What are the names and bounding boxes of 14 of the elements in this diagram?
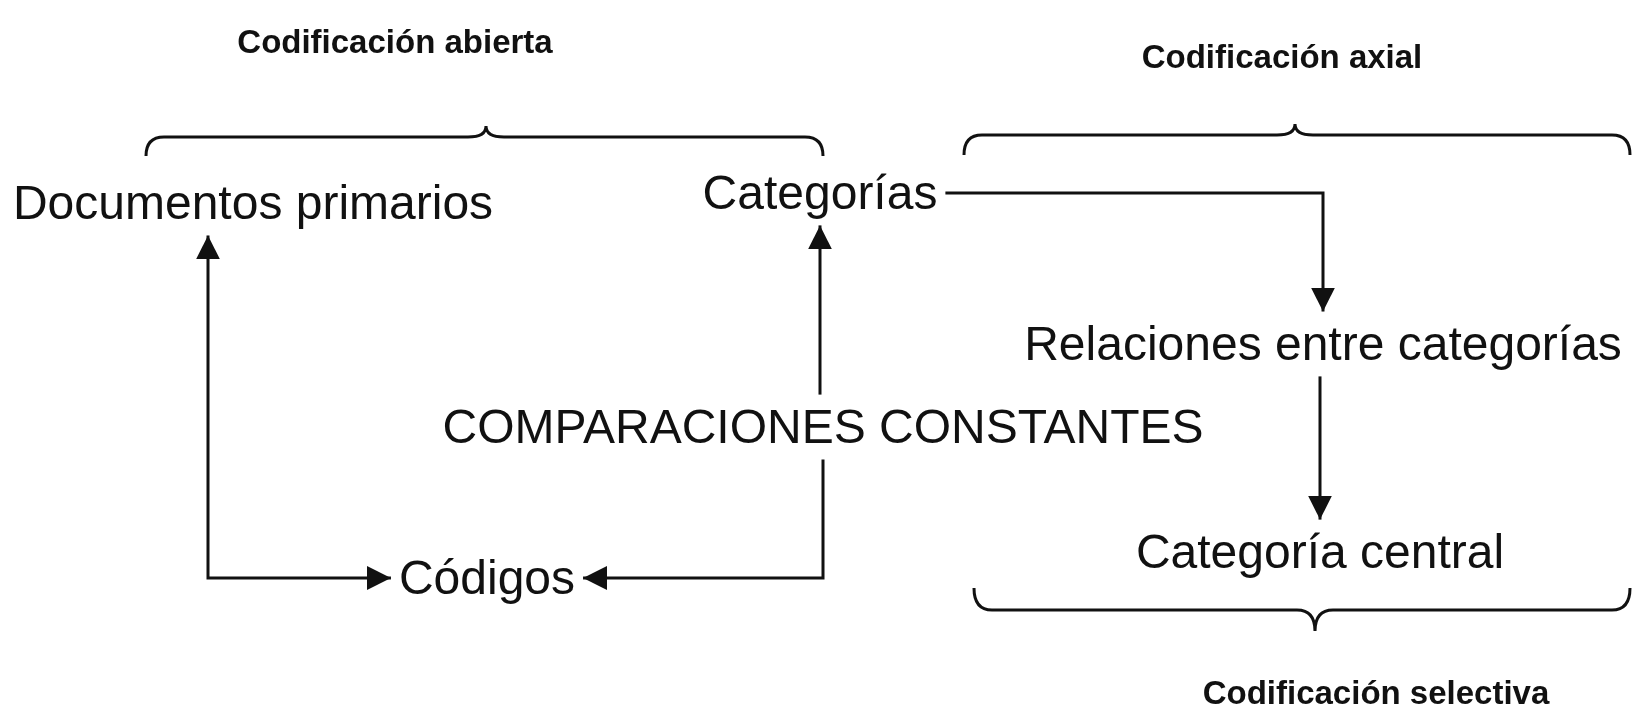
arrow [196, 235, 391, 590]
node-label: Categoría central [1127, 519, 1513, 585]
stage-heading: Codificación axial [1141, 38, 1423, 76]
arrow [583, 459, 825, 590]
arrow [1308, 376, 1332, 520]
node-label: Documentos primarios [4, 170, 502, 236]
stage-heading: Codificación selectiva [1202, 674, 1550, 712]
arrow [808, 225, 832, 395]
node-label: Categorías [694, 160, 946, 226]
arrow [945, 191, 1335, 312]
stage-heading: Codificación abierta [237, 23, 553, 61]
node-label: COMPARACIONES CONSTANTES [434, 394, 1212, 460]
node-label: Relaciones entre categorías [1016, 311, 1630, 377]
node-label: Códigos [390, 545, 584, 611]
